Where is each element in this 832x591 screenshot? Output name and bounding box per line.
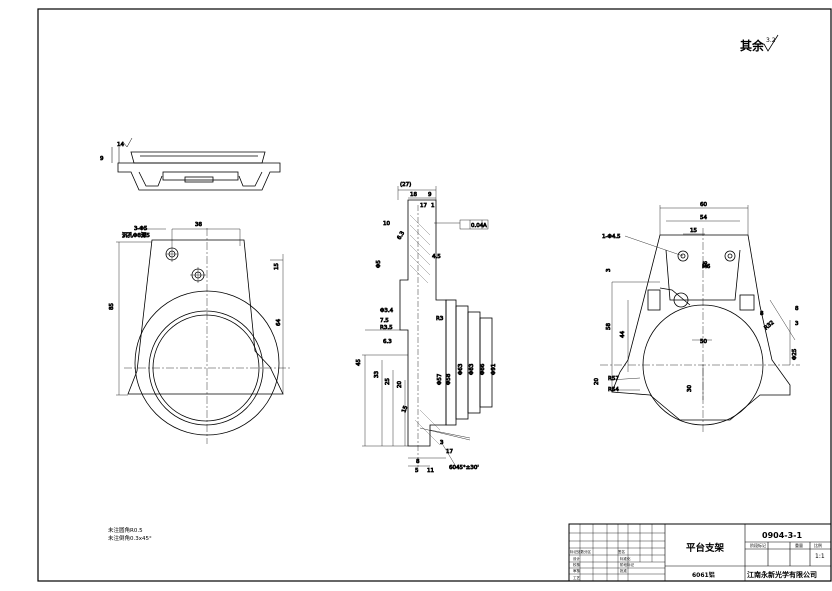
dim-8: 8 [416,459,420,465]
dim-11: 11 [427,468,434,474]
dim-6-3: 6.3 [383,339,392,345]
company-name: 江南永新光学有限公司 [747,570,817,579]
dim-30: 30 [687,385,693,392]
dim-3-holes: 3-Φ5 [134,226,148,232]
dim-27: (27) [400,182,411,188]
label-review: 审核 [573,568,581,573]
dim-phi86: Φ86 [480,363,486,375]
dim-15: 15 [274,263,280,270]
dim-3: 3 [606,268,612,272]
dim-phi3-4: Φ3.4 [380,308,394,314]
technical-notes: 未注圆角R0.5 未注倒角0.3x45° [108,526,152,542]
dim-64: 64 [276,319,282,326]
drawing-frame [37,8,832,582]
dim-8a: 8 [760,311,764,317]
top-view: 9 14 [100,137,281,191]
dim-17: 17 [420,203,427,209]
dim-4-5: 4.5 [432,254,441,260]
header-stage: 阶段标记 [750,542,766,548]
dim-9: 9 [100,156,104,162]
dim-phi5: Φ5 [376,260,382,268]
dim-r3: R3 [436,316,444,322]
dim-18: 18 [410,192,417,198]
label-process: 工艺 [573,575,581,580]
note-line-1: 未注圆角R0.5 [108,526,143,534]
dim-20: 20 [397,381,403,388]
title-block-text: 平台支架 0904-3-1 6061铝 江南永新光学有限公司 1:1 阶段标记 … [570,531,825,580]
dim-r32: R32 [763,320,775,332]
dim-r54: R54 [608,387,619,393]
dim-phi58: Φ58 [446,373,452,385]
header-weight: 重量 [795,542,803,548]
dim-45: 45 [356,359,362,366]
dim-r57: R57 [608,376,619,382]
dim-counterbore: 沉孔Φ8深5 [122,231,150,239]
label-approve: 批准 [620,568,628,573]
dim-16: 16 [703,261,709,268]
roughness-value: 3.2 [766,37,776,44]
dim-60: 60 [700,202,707,208]
flatness-tolerance: 0.04 [471,223,484,229]
roughness-6-3: 6.3 [397,230,407,241]
dim-14: 14 [117,142,124,148]
dim-7-5: 7.5 [380,318,389,324]
roughness-label: 其余 [740,38,765,53]
datum-a: A [483,223,487,229]
dim-38: 38 [195,222,202,228]
dim-20: 20 [594,378,600,385]
label-stage-mark: 阶段标记 [620,562,634,567]
dim-50: 50 [700,339,707,345]
label-standardize: 标准化 [620,556,631,561]
dim-phi57: Φ57 [437,373,443,385]
dim-9: 9 [428,192,432,198]
note-line-2: 未注倒角0.3x45° [108,534,152,542]
dim-25: 25 [385,378,391,385]
dim-15b: 15 [401,405,409,414]
dim-1: 1 [431,203,435,209]
label-mark: 标记处数分区 [570,549,591,554]
label-design: 设计 [573,556,581,561]
dim-phi63: Φ63 [458,363,464,375]
dim-8b: 8 [795,306,799,312]
dim-phi83: Φ83 [469,363,475,375]
dim-phi91: Φ91 [491,364,497,375]
side-view: 60 54 15 1-Φ4.5 3 16 58 44 50 30 20 R57 … [594,202,800,432]
dim-angle: 45°±30' [456,465,479,471]
roughness-symbol [763,34,779,52]
dim-33: 33 [374,371,380,378]
label-check: 校核 [573,562,581,567]
front-view: 3-Φ5 沉孔Φ8深5 38 15 85 64 [109,222,292,444]
dim-10: 10 [383,221,390,227]
dim-44: 44 [620,331,626,338]
dim-54: 54 [700,215,707,221]
header-scale: 比例 [814,542,822,548]
drawing-number: 0904-3-1 [762,531,802,540]
dim-r3-5: R3.5 [380,325,393,331]
dim-85: 85 [109,303,115,310]
title-block [568,523,832,582]
dim-58: 58 [606,323,612,330]
surface-roughness-note: 其余 3.2 [740,34,779,53]
dim-15: 15 [690,228,697,234]
dim-phi25: Φ25 [792,348,798,360]
section-view: (27) 18 9 17 1 0.04 A 10 4.5 Φ5 Φ3.4 7.5… [356,182,498,475]
scale: 1:1 [815,553,825,560]
part-name: 平台支架 [686,542,725,554]
dim-17b: 17 [446,449,453,455]
material: 6061铝 [692,571,715,579]
dim-5: 5 [415,468,419,474]
dim-m6: M6 [702,264,711,270]
label-signature: 签名 [618,549,625,554]
dim-3b: 3 [795,321,799,327]
dim-hole: 1-Φ4.5 [602,234,621,240]
dim-3: 3 [440,440,444,446]
dim-60: 60 [449,465,456,471]
